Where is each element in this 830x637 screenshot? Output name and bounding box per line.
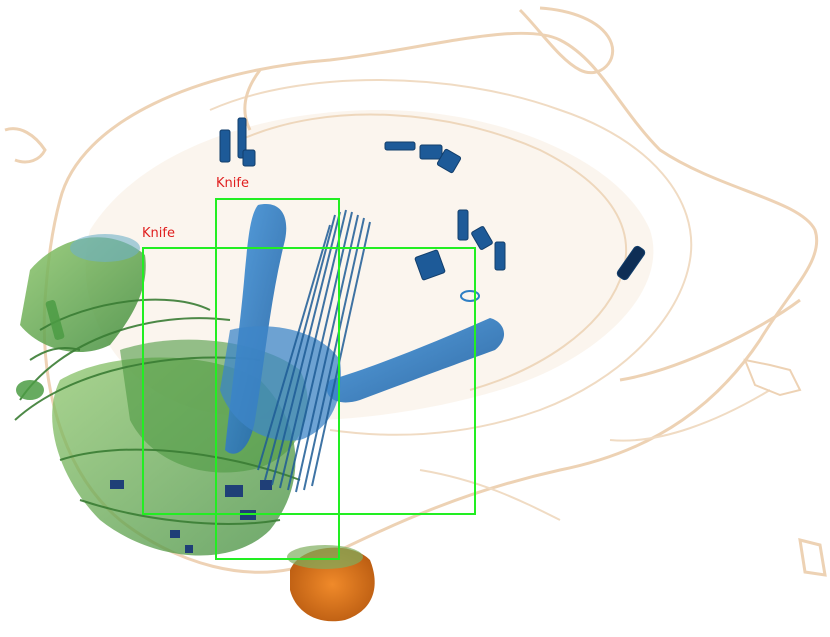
detection-label-knife: Knife (142, 226, 175, 241)
detection-box-knife (215, 198, 340, 560)
small-items (16, 300, 65, 400)
detection-box-knife (142, 247, 476, 515)
metal-items (219, 117, 646, 281)
detection-label-knife: Knife (216, 176, 249, 191)
ring (460, 290, 480, 302)
canister (287, 545, 375, 622)
rod-bundle (257, 209, 371, 493)
